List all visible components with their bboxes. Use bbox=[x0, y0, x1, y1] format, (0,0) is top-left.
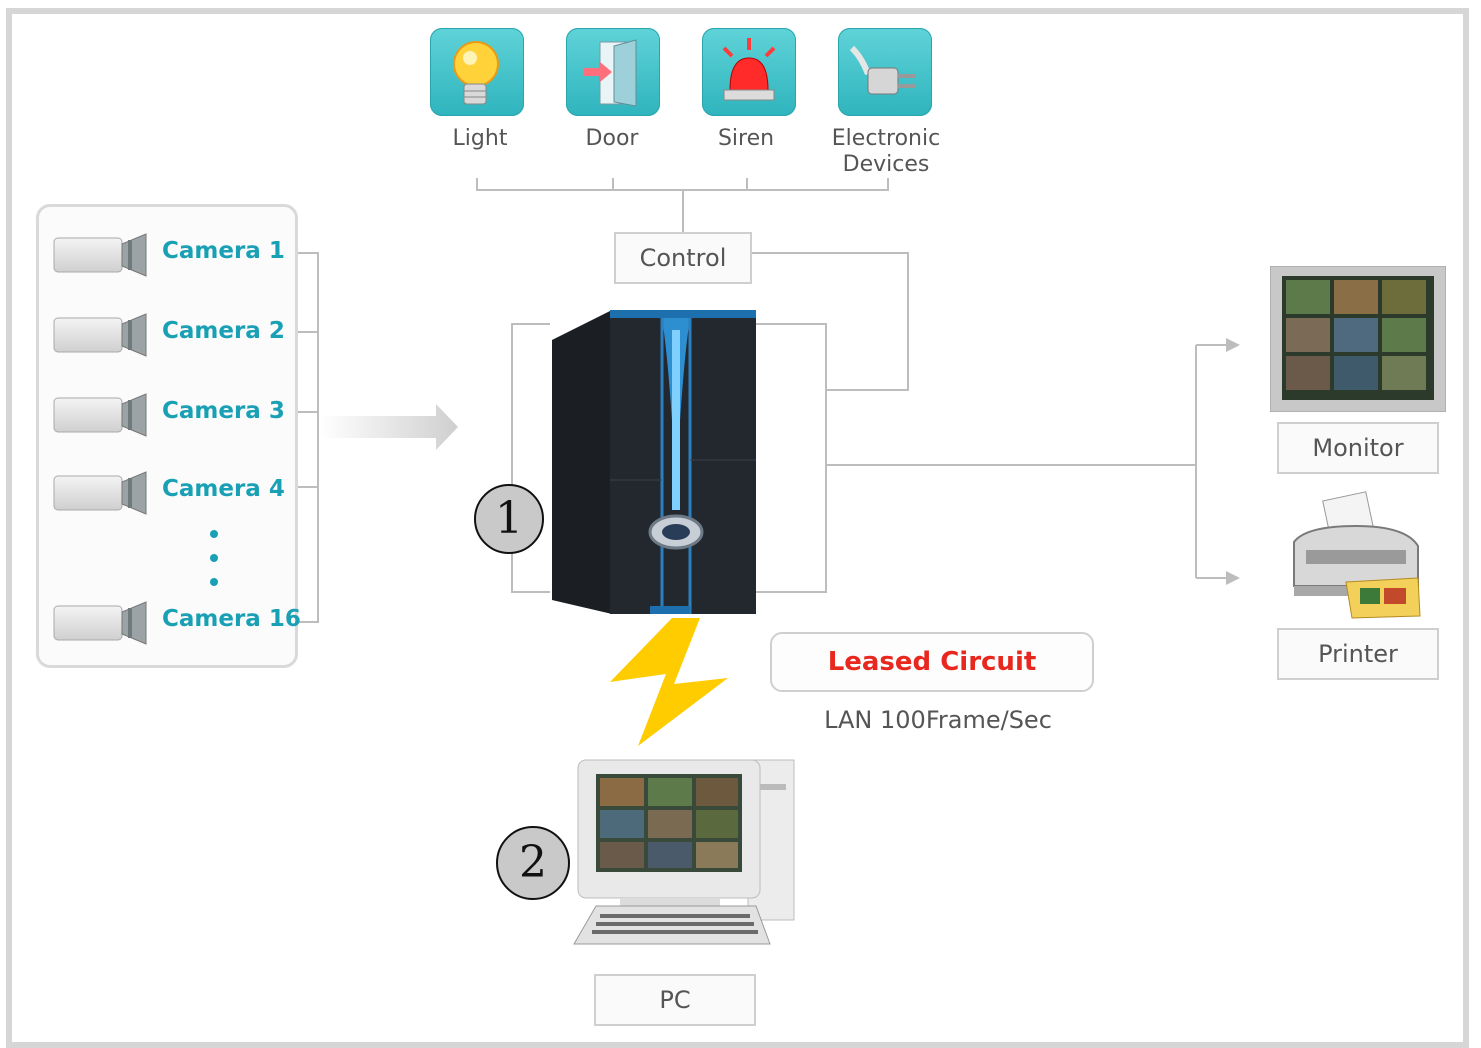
server-number-badge: 1 bbox=[474, 484, 544, 554]
pc-number-badge: 2 bbox=[496, 826, 570, 900]
camera-label: Camera 2 bbox=[162, 318, 285, 344]
siren-icon bbox=[702, 28, 796, 116]
device-label-door: Door bbox=[585, 126, 639, 151]
device-label-light: Light bbox=[452, 126, 508, 151]
server-frame-left bbox=[511, 323, 550, 593]
light-bulb-icon bbox=[430, 28, 524, 116]
leased-circuit-label: Leased Circuit bbox=[770, 632, 1094, 692]
control-box: Control bbox=[614, 232, 752, 284]
ellipsis-dot bbox=[210, 554, 218, 562]
monitor-label: Monitor bbox=[1277, 422, 1439, 474]
camera-icon bbox=[53, 393, 147, 437]
server-frame-right bbox=[752, 323, 827, 593]
ellipsis-dot bbox=[210, 578, 218, 586]
lan-speed-label: LAN 100Frame/Sec bbox=[824, 706, 1052, 734]
door-icon bbox=[566, 28, 660, 116]
power-plug-icon bbox=[838, 28, 932, 116]
device-bracket-line bbox=[476, 178, 889, 191]
pc-label: PC bbox=[594, 974, 756, 1026]
ellipsis-dot bbox=[210, 530, 218, 538]
desktop-pc-icon bbox=[573, 759, 795, 945]
camera-panel bbox=[36, 204, 298, 668]
device-label-siren: Siren bbox=[717, 126, 775, 151]
camera-label: Camera 16 bbox=[162, 606, 301, 632]
camera-label: Camera 1 bbox=[162, 238, 285, 264]
device-label-electronic-devices: Electronic Devices bbox=[831, 126, 941, 177]
camera-label: Camera 3 bbox=[162, 398, 285, 424]
camera-icon bbox=[53, 601, 147, 645]
camera-icon bbox=[53, 233, 147, 277]
camera-icon bbox=[53, 313, 147, 357]
control-to-server-line bbox=[752, 252, 909, 391]
camera-bracket-line bbox=[298, 252, 319, 623]
cameras-to-server-arrow bbox=[320, 404, 458, 450]
lightning-bolt-icon bbox=[610, 618, 728, 746]
printer-icon bbox=[1293, 491, 1421, 619]
printer-label: Printer bbox=[1277, 628, 1439, 680]
monitor-icon bbox=[1270, 266, 1446, 412]
camera-label: Camera 4 bbox=[162, 476, 285, 502]
camera-icon bbox=[53, 471, 147, 515]
dvr-server-tower-icon bbox=[552, 310, 756, 614]
